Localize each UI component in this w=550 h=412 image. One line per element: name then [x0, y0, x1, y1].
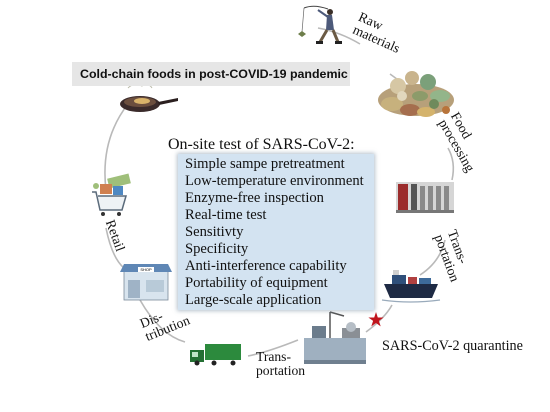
- star-marker-icon: [368, 312, 384, 327]
- cargo-ship-icon: [381, 270, 441, 303]
- list-item: Real-time test: [185, 207, 267, 223]
- list-item: Large-scale application: [185, 292, 322, 308]
- stage-label-quarantine: SARS-CoV-2 quarantine: [382, 338, 523, 354]
- port-quarantine-icon: [304, 311, 366, 364]
- diagram-title-bar: Cold-chain foods in post-COVID-19 pandem…: [72, 62, 350, 86]
- shop-icon: SHOP: [120, 264, 172, 301]
- shopping-cart-icon: [92, 173, 131, 216]
- list-item: Portability of equipment: [185, 275, 328, 291]
- list-item: Enzyme-free inspection: [185, 190, 324, 206]
- list-item: Anti-interference capability: [185, 258, 347, 274]
- food-ingredients-icon: [378, 71, 454, 117]
- delivery-truck-icon: [190, 344, 241, 366]
- onsite-test-box: Simple sampe pretreatment Low-temperatur…: [178, 154, 374, 310]
- stage-label-line: Trans-: [256, 349, 291, 364]
- fisherman-icon: [298, 5, 342, 44]
- list-item: Low-temperature environment: [185, 173, 364, 189]
- factory-icon: [396, 182, 454, 213]
- frying-pan-icon: [120, 83, 178, 112]
- list-item: Specificity: [185, 241, 249, 257]
- stage-label-transportation-lower: Trans- portation: [256, 350, 305, 378]
- onsite-test-heading: On-site test of SARS-CoV-2:: [168, 136, 355, 153]
- shop-sign: SHOP: [140, 267, 152, 272]
- requirements-list: Simple sampe pretreatment Low-temperatur…: [178, 154, 374, 309]
- diagram-title: Cold-chain foods in post-COVID-19 pandem…: [80, 67, 348, 81]
- list-item: Simple sampe pretreatment: [185, 156, 345, 172]
- list-item: Sensitivty: [185, 224, 244, 240]
- stage-label-line: portation: [256, 363, 306, 378]
